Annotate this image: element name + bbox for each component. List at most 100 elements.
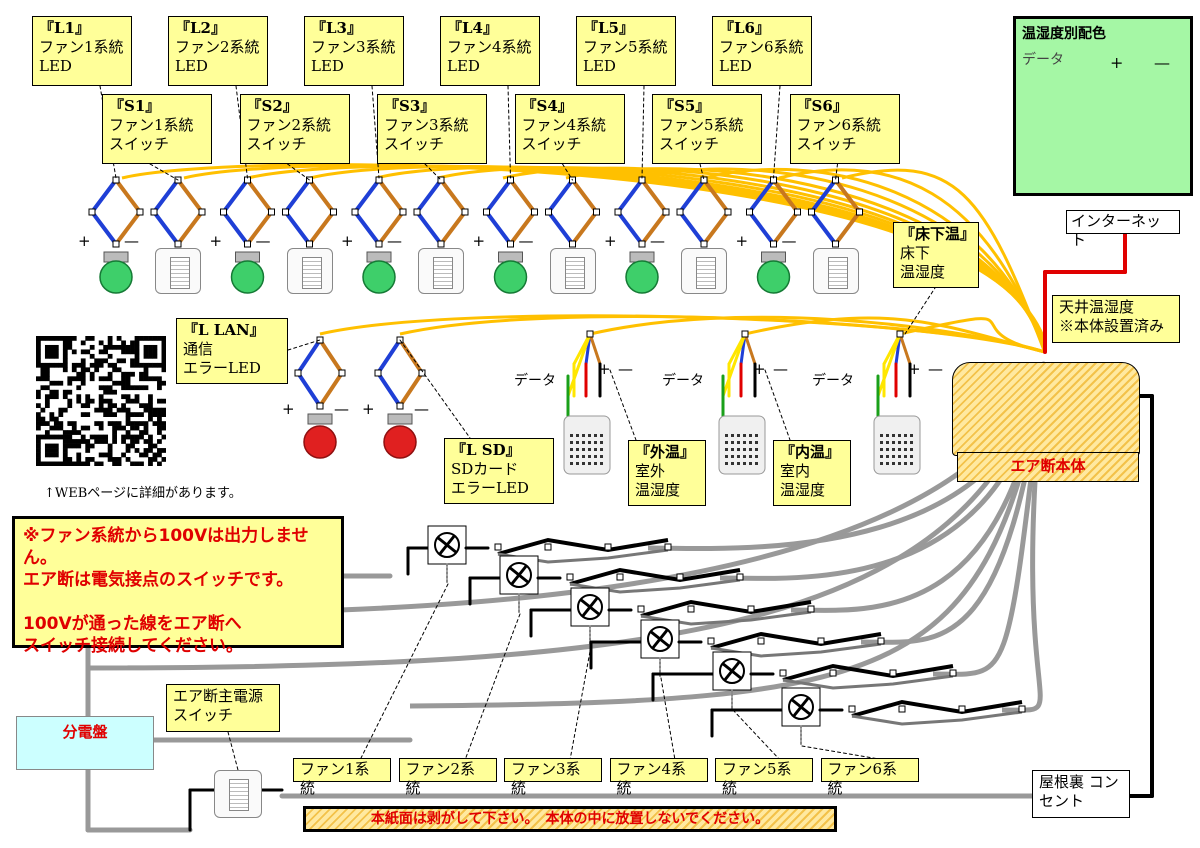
sensor-vent (588, 441, 591, 444)
qr-module (116, 425, 122, 431)
switch-line2: スイッチ (246, 135, 307, 153)
qr-module (139, 336, 144, 341)
qr-module (130, 461, 135, 467)
plus-label: + (736, 232, 749, 250)
qr-module (36, 336, 41, 341)
qr-module (76, 452, 82, 458)
indoor-line2: 温湿度 (780, 481, 826, 499)
qr-module (85, 367, 91, 373)
qr-module (161, 457, 167, 462)
qr-module (157, 407, 162, 413)
warning-line3: 100Vが通った線をエア断へ (23, 614, 242, 634)
sensor-vent (570, 434, 573, 437)
qr-module (125, 385, 131, 391)
minus-label: — (782, 232, 797, 250)
qr-code[interactable] (36, 336, 167, 467)
qr-module (112, 430, 117, 435)
qr-module (112, 457, 117, 462)
qr-module (143, 385, 149, 391)
qr-module (112, 403, 117, 409)
footer-notice: 本紙面は剥がして下さい。 本体の中に放置しないでください。 (303, 806, 837, 832)
qr-module (134, 398, 140, 404)
qr-module (67, 403, 73, 409)
wire-left (353, 210, 381, 246)
qr-module (161, 367, 167, 373)
fan-switch-1[interactable] (155, 248, 201, 294)
terminal (330, 208, 337, 216)
qr-module (98, 394, 104, 400)
terminal (507, 240, 514, 248)
qr-module (125, 394, 131, 400)
terminal (856, 208, 863, 216)
qr-module (49, 394, 55, 400)
qr-module (134, 344, 140, 350)
qr-module (98, 425, 104, 431)
qr-module (80, 371, 86, 377)
fan-switch-4[interactable] (549, 248, 596, 294)
qr-module (148, 344, 153, 350)
qr-module (161, 362, 167, 368)
led-tag: 『L3』 (311, 19, 362, 37)
qr-module (98, 407, 104, 413)
qr-module (36, 457, 41, 462)
fan-switch-2[interactable] (286, 248, 333, 294)
qr-module (157, 452, 162, 458)
leader-line (359, 583, 449, 761)
qr-module (71, 439, 77, 444)
fan-switch-3[interactable] (418, 248, 464, 294)
fan-system-label-6: ファン6系統 (820, 758, 919, 797)
led-line1: ファン5系統 (583, 38, 668, 56)
temp-humidity-sensor (563, 415, 611, 475)
sensor-minus-wire (743, 332, 757, 366)
green-led-bulb (625, 260, 659, 294)
sensor-vent (576, 434, 579, 437)
qr-module (134, 434, 140, 440)
led-tag: 『L6』 (719, 19, 770, 37)
terminal (569, 240, 576, 248)
sensor-vent (576, 448, 579, 451)
terminal (220, 208, 227, 216)
qr-module (85, 349, 91, 355)
fan-switch-5[interactable] (681, 248, 727, 294)
terminal (282, 208, 289, 216)
minus-label: — (414, 400, 429, 418)
plus-label: + (598, 360, 611, 378)
relay-contact (782, 674, 954, 690)
led-line1: ファン2系統 (175, 38, 260, 56)
qr-module (107, 389, 113, 395)
qr-module (139, 385, 144, 391)
qr-module (85, 403, 91, 409)
fan-blade (790, 696, 812, 718)
led-bulb-base (498, 251, 523, 263)
qr-module (148, 398, 153, 404)
qr-module (157, 362, 162, 368)
sensor-vent (898, 462, 901, 465)
qr-module (44, 353, 50, 359)
terminal (494, 543, 502, 551)
terminal (770, 240, 777, 248)
wire-right (439, 178, 467, 214)
wire-right (318, 338, 344, 375)
qr-module (130, 443, 135, 449)
qr-module (139, 434, 144, 440)
switch-label-6: 『S6』ファン6系統スイッチ (789, 94, 900, 164)
qr-module (62, 452, 68, 458)
qr-module (143, 439, 149, 444)
sensor-vent (725, 448, 728, 451)
qr-module (40, 461, 46, 467)
qr-module (36, 448, 41, 453)
qr-note: ↑WEBページに詳細があります。 (44, 486, 242, 501)
indoor-line1: 室内 (780, 462, 811, 480)
qr-module (107, 385, 113, 391)
fan-switch-6[interactable] (812, 248, 859, 294)
terminal (614, 208, 622, 216)
qr-module (94, 461, 100, 467)
qr-module (103, 398, 109, 404)
power-wire (409, 371, 1048, 709)
qr-module (152, 344, 158, 350)
main-power-switch[interactable] (214, 770, 262, 818)
sensor-vent (892, 441, 895, 444)
qr-module (53, 421, 59, 426)
terminal (747, 605, 755, 613)
qr-module (49, 344, 55, 350)
